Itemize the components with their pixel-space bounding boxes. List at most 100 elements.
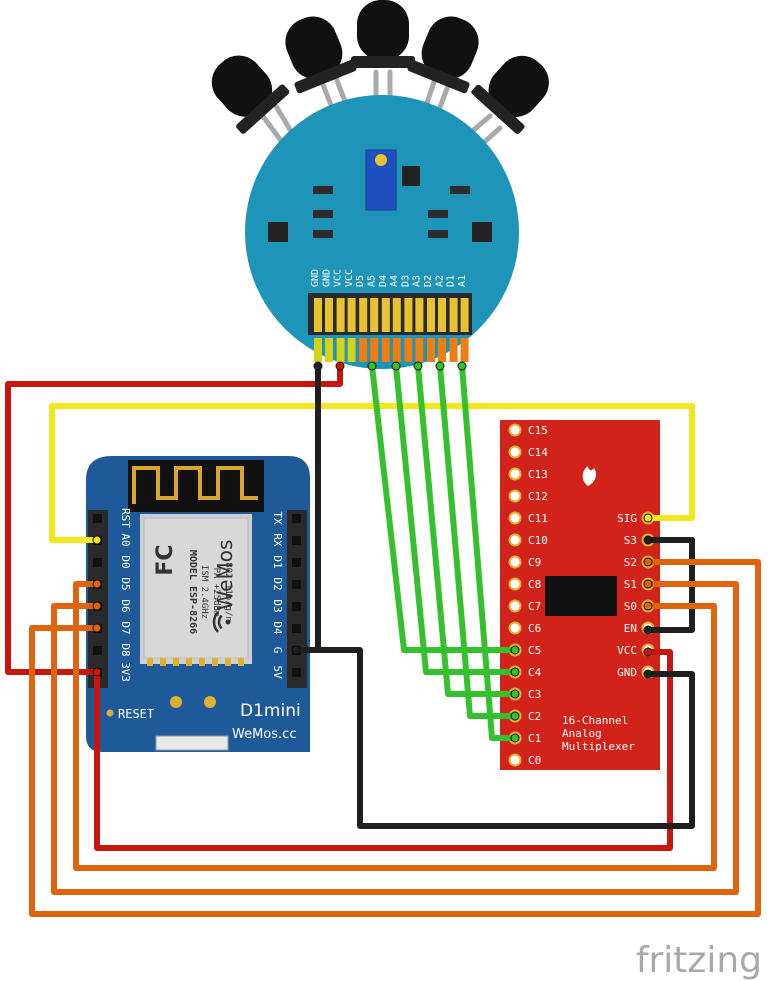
header-pin-tip — [427, 338, 435, 362]
mux-left-pin-label: C10 — [528, 534, 548, 547]
sensor-pin-label: A3 — [412, 275, 423, 287]
mount-hole — [204, 696, 216, 708]
reset-label: RESET — [118, 707, 154, 721]
wire-ends — [92, 361, 653, 743]
smd-part — [313, 186, 333, 194]
reset-pad — [106, 709, 114, 717]
mux-left-pin-label: C11 — [528, 512, 548, 525]
wire-end — [510, 711, 520, 721]
shield-logo: WeMos — [213, 540, 237, 611]
mux-left-pin-label: C12 — [528, 490, 548, 503]
d1-right-pin-label: TX — [271, 511, 284, 525]
module-pad — [186, 658, 192, 666]
mux-left-pin-label: C6 — [528, 622, 541, 635]
right-header — [287, 510, 307, 688]
mux-right-pin-label: VCC — [617, 644, 637, 657]
wire-green-c3 — [415, 363, 517, 697]
header-pin — [415, 298, 424, 332]
d1-left-pin-label: A0 — [119, 533, 132, 546]
mux-title-line: Analog — [562, 727, 602, 740]
sensor-pin-label: D2 — [423, 275, 434, 287]
flame-led-2 — [285, 16, 357, 94]
wire-red-mux-vcc — [94, 649, 673, 851]
mount-hole — [170, 696, 182, 708]
header-pin-tip — [359, 338, 368, 362]
smd-part — [428, 210, 448, 218]
wire-green-c5 — [369, 363, 517, 653]
sensor-pin-label: D4 — [378, 275, 389, 287]
header-pin — [427, 298, 435, 332]
header-pin — [460, 298, 469, 332]
module-text-line: 802.11b/g/n — [223, 562, 233, 622]
mux-pin-hole — [508, 467, 522, 481]
wire-end — [92, 535, 102, 545]
wire-end — [291, 645, 301, 655]
d1-left-pin-label: 3V3 — [119, 662, 132, 682]
d1-pin-hole — [292, 602, 301, 611]
mux-pin-hole — [508, 599, 522, 613]
mux-left-pin-label: C1 — [528, 732, 541, 745]
d1-right-pin-label: D2 — [271, 577, 284, 590]
header-pin-tip — [460, 338, 469, 362]
wire-orange-s2 — [73, 581, 717, 871]
mux-pin-hole — [508, 489, 522, 503]
mux-right-pin-label: SIG — [617, 512, 637, 525]
left-header — [88, 510, 108, 688]
sensor-pin-label: A1 — [457, 275, 468, 287]
d1-right-pin-label: D3 — [271, 599, 284, 612]
mux-pin-hole — [508, 621, 522, 635]
smd-part — [313, 230, 333, 238]
sparkfun-flame-icon — [582, 466, 596, 486]
mux-title-line: Multiplexer — [562, 740, 635, 753]
d1-left-pin-label: D7 — [119, 621, 132, 634]
sensor-pin-label: VCC — [344, 269, 355, 287]
ic-chip-left — [268, 222, 288, 242]
module-pad — [212, 658, 218, 666]
mux-pin-hole — [508, 555, 522, 569]
mux-left-pin-label: C4 — [528, 666, 542, 679]
d1-left-pin-label: RST — [119, 508, 132, 528]
mux-left-pin-label: C8 — [528, 578, 541, 591]
sensor-pin-label: D3 — [400, 275, 411, 287]
d1-left-pin-label: D0 — [119, 555, 132, 568]
module-pad — [173, 658, 179, 666]
sensor-pin-label: GND — [310, 269, 321, 287]
wire-end — [643, 647, 653, 657]
module-pad — [160, 658, 166, 666]
wire-end — [643, 579, 653, 589]
sensor-pin-label: A4 — [389, 275, 400, 287]
wire-end — [435, 361, 445, 371]
wire-orange-s0 — [29, 559, 761, 917]
sensor-pin-label: D5 — [355, 275, 366, 287]
mux-left-pin-label: C13 — [528, 468, 548, 481]
sensor-pin-label: VCC — [333, 269, 344, 287]
d1-right-pin-label: RX — [271, 533, 284, 547]
wire-green-c2 — [437, 363, 517, 719]
header-pin — [438, 298, 446, 332]
header-pin-tip — [370, 338, 379, 362]
mux-left-pin-label: C9 — [528, 556, 541, 569]
wifi-antenna-trace — [132, 466, 258, 504]
sensor-pin-label: A5 — [367, 275, 378, 287]
wire-end — [92, 623, 102, 633]
header-pin — [381, 298, 390, 332]
board-name: D1mini — [240, 701, 301, 721]
comparator-chip — [402, 166, 420, 186]
potentiometer-knob — [375, 154, 387, 166]
wire-end — [510, 689, 520, 699]
d1-right-pin-label: D1 — [271, 555, 284, 568]
header-pin — [392, 298, 401, 332]
header-pin-tip — [381, 338, 390, 362]
header-pin — [404, 298, 413, 332]
header-pin-tip — [415, 338, 424, 362]
wire-end — [510, 645, 520, 655]
wire-green-c1 — [459, 363, 517, 741]
mux-right-pin-label: GND — [617, 666, 637, 679]
sensor-pin-label: D1 — [446, 275, 457, 287]
mux-right-pin-label: EN — [624, 622, 637, 635]
